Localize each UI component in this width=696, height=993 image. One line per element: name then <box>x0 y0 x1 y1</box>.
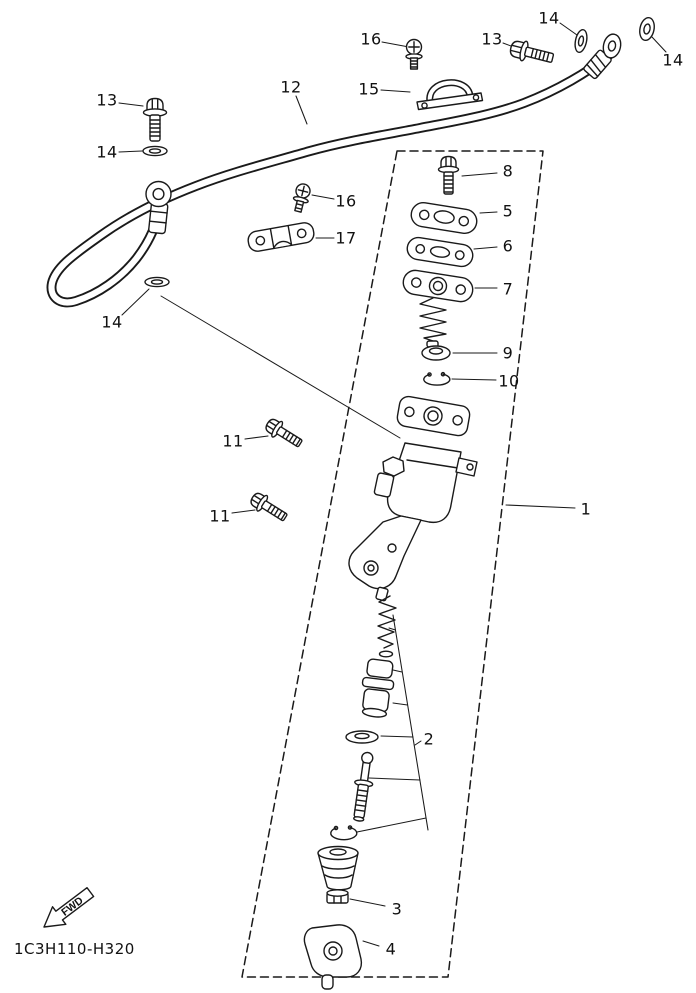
callout-14-a: 14 <box>538 8 560 28</box>
kit-boot <box>317 845 359 891</box>
fwd-arrow: FWD <box>43 887 95 928</box>
part-17-clamp-plate <box>247 222 315 252</box>
part-master-cylinder <box>348 395 478 602</box>
callout-3: 3 <box>391 899 403 919</box>
hose-mount-axis-line <box>160 295 401 439</box>
part-15-clamp <box>416 79 484 111</box>
callout-9: 9 <box>502 343 514 363</box>
callout-6: 6 <box>502 236 514 256</box>
part-11-bolt-lower <box>250 492 288 522</box>
callout-1: 1 <box>580 499 592 519</box>
kit-washer-seal <box>345 730 379 744</box>
kit-circlip <box>330 825 358 841</box>
callout-13-b: 13 <box>96 90 118 110</box>
callout-15: 15 <box>358 79 380 99</box>
part-12-brake-hose <box>46 51 613 308</box>
part-9-seal <box>421 345 451 361</box>
hose-eye-right <box>602 33 622 59</box>
part-6-gasket <box>406 236 474 268</box>
kit-2-bracket-line <box>356 614 429 833</box>
assembly-region-box <box>241 150 544 978</box>
kit-pushrod <box>353 751 374 822</box>
leader-lines <box>118 22 667 947</box>
callout-2: 2 <box>423 729 435 749</box>
part-14-washer-left-upper <box>142 145 168 157</box>
callout-17: 17 <box>335 228 357 248</box>
callout-13-a: 13 <box>481 29 503 49</box>
part-3-nut <box>326 889 349 904</box>
callout-14-d: 14 <box>101 312 123 332</box>
kit-piston <box>361 658 395 718</box>
callout-7: 7 <box>502 279 514 299</box>
callout-16-b: 16 <box>335 191 357 211</box>
part-11-bolt-upper <box>265 418 303 448</box>
part-8-bolt <box>437 155 460 195</box>
hose-end-fitting-left <box>145 180 172 235</box>
part-5-plate <box>410 202 478 234</box>
part-10-circlip <box>423 371 451 386</box>
callout-14-b: 14 <box>662 50 684 70</box>
callout-5: 5 <box>502 201 514 221</box>
callout-10: 10 <box>498 371 520 391</box>
callout-12: 12 <box>280 77 302 97</box>
part-16-screw-top <box>405 38 423 70</box>
callout-14-c: 14 <box>96 142 118 162</box>
part-14-washer-left-lower <box>144 276 170 288</box>
callout-8: 8 <box>502 161 514 181</box>
part-code: 1C3H110-H320 <box>14 940 135 958</box>
part-16-screw-mid <box>292 183 311 213</box>
kit-spring <box>377 595 397 658</box>
callout-11-a: 11 <box>222 431 244 451</box>
part-14-washer-right-inner <box>574 28 588 54</box>
part-7-connector <box>402 269 474 348</box>
part-14-washer-right-outer <box>639 16 655 42</box>
part-13-banjo-bolt-left <box>142 97 168 142</box>
callout-11-b: 11 <box>209 506 231 526</box>
part-4-clevis <box>303 924 363 990</box>
callout-16-a: 16 <box>360 29 382 49</box>
part-13-banjo-bolt-right <box>509 40 555 63</box>
callout-4: 4 <box>385 939 397 959</box>
